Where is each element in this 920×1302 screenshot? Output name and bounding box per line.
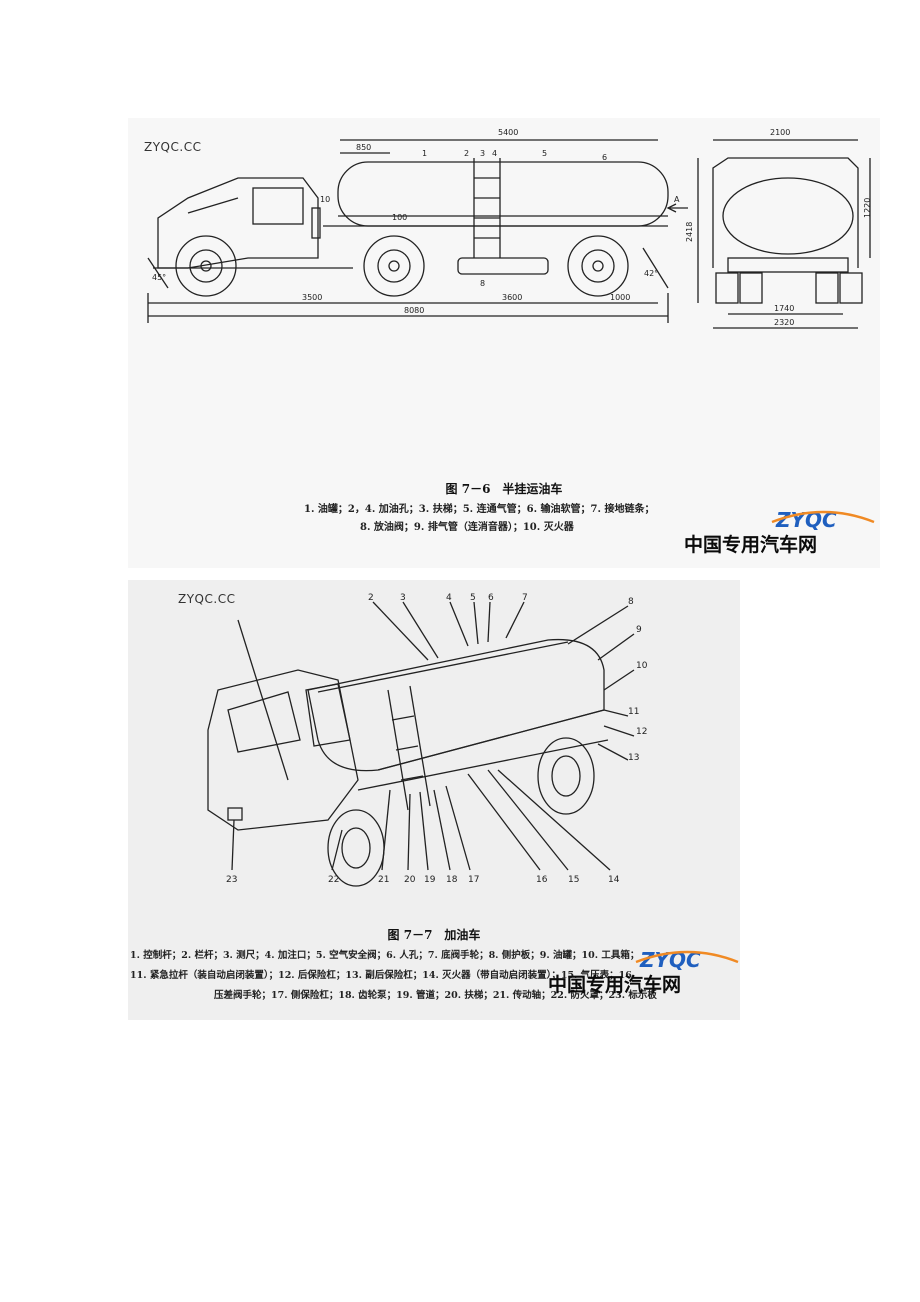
callout-5: 5 — [470, 593, 476, 603]
callout-17: 17 — [468, 875, 479, 885]
logo-swoosh-icon — [635, 950, 739, 964]
callout-8: 8 — [628, 597, 634, 607]
refueling-truck-drawing: 2 3 4 5 6 7 8 9 10 11 12 13 14 15 16 17 … — [207, 593, 648, 887]
figure1-caption: 图 7－6 半挂运油车 — [445, 482, 563, 496]
callout-2: 2 — [368, 593, 374, 603]
callout-23: 23 — [226, 875, 237, 885]
callout-3: 3 — [480, 149, 485, 158]
callout-18: 18 — [446, 875, 458, 885]
figure1-legend-line1: 1. 油罐；2，4. 加油孔；3. 扶梯；5. 连通气管；6. 输油软管；7. … — [304, 504, 655, 515]
dim-1740: 1740 — [774, 304, 794, 313]
callout-4: 4 — [492, 149, 497, 158]
angle-45: 45° — [152, 273, 166, 282]
semi-trailer-tanker-drawing: 5400 850 100 3500 3600 1000 8080 2100 24… — [147, 128, 872, 329]
dim-3500: 3500 — [302, 293, 322, 302]
callout-6: 6 — [488, 593, 494, 603]
dim-2320: 2320 — [774, 318, 794, 327]
figure2-caption: 图 7－7 加油车 — [387, 928, 481, 942]
dim-3600: 3600 — [502, 293, 522, 302]
dim-850: 850 — [356, 143, 371, 152]
site-logo: ZYQC 中国专用汽车网 — [684, 508, 884, 556]
arrow-a-label: A — [674, 195, 680, 204]
logo-site-name: 中国专用汽车网 — [548, 974, 682, 996]
callout-10: 10 — [636, 661, 648, 671]
callout-12: 12 — [636, 727, 647, 737]
figure-7-6-panel: ZYQC.CC — [128, 118, 880, 568]
dim-2418: 2418 — [685, 222, 694, 242]
callout-20: 20 — [404, 875, 416, 885]
dim-1000: 1000 — [610, 293, 630, 302]
callout-6: 6 — [602, 153, 607, 162]
logo-site-name: 中国专用汽车网 — [684, 534, 818, 556]
dim-5400: 5400 — [498, 128, 518, 137]
dim-1220: 1220 — [863, 198, 872, 218]
callout-4: 4 — [446, 593, 452, 603]
callout-1: 1 — [422, 149, 427, 158]
dim-8080: 8080 — [404, 306, 424, 315]
angle-42: 42° — [644, 269, 658, 278]
figure1-legend-line2: 8. 放油阀；9. 排气管（连消音器）；10. 灭火器 — [360, 522, 574, 533]
callout-11: 11 — [628, 707, 639, 717]
logo-swoosh-icon — [771, 510, 875, 524]
callout-5: 5 — [542, 149, 547, 158]
callout-9: 9 — [636, 625, 642, 635]
callout-10: 10 — [320, 195, 330, 204]
callout-3: 3 — [400, 593, 406, 603]
callout-7: 7 — [522, 593, 528, 603]
watermark-zyqc: ZYQC.CC — [178, 592, 236, 606]
figure2-legend-line2: 11. 紧急拉杆（装自动启闭装置）；12. 后保险杠；13. 副后保险杠；14.… — [130, 970, 636, 981]
callout-14: 14 — [608, 875, 620, 885]
figure2-legend-line3: 压差阀手轮；17. 侧保险杠；18. 齿轮泵；19. 管道；20. 扶梯；21.… — [214, 990, 657, 1001]
callout-15: 15 — [568, 875, 579, 885]
dim-2100: 2100 — [770, 128, 790, 137]
callout-21: 21 — [378, 875, 389, 885]
callout-16: 16 — [536, 875, 548, 885]
site-logo: ZYQC 中国专用汽车网 — [548, 948, 748, 996]
callout-22: 22 — [328, 875, 339, 885]
callout-2: 2 — [464, 149, 469, 158]
callout-13: 13 — [628, 753, 639, 763]
callout-19: 19 — [424, 875, 436, 885]
watermark-zyqc: ZYQC.CC — [144, 140, 202, 154]
callout-8: 8 — [480, 279, 485, 288]
figure-7-7-panel: ZYQC.CC — [128, 580, 740, 1020]
figure2-legend-line1: 1. 控制杆；2. 栏杆；3. 测尺；4. 加注口；5. 空气安全阀；6. 人孔… — [130, 950, 640, 961]
dim-100: 100 — [392, 213, 407, 222]
